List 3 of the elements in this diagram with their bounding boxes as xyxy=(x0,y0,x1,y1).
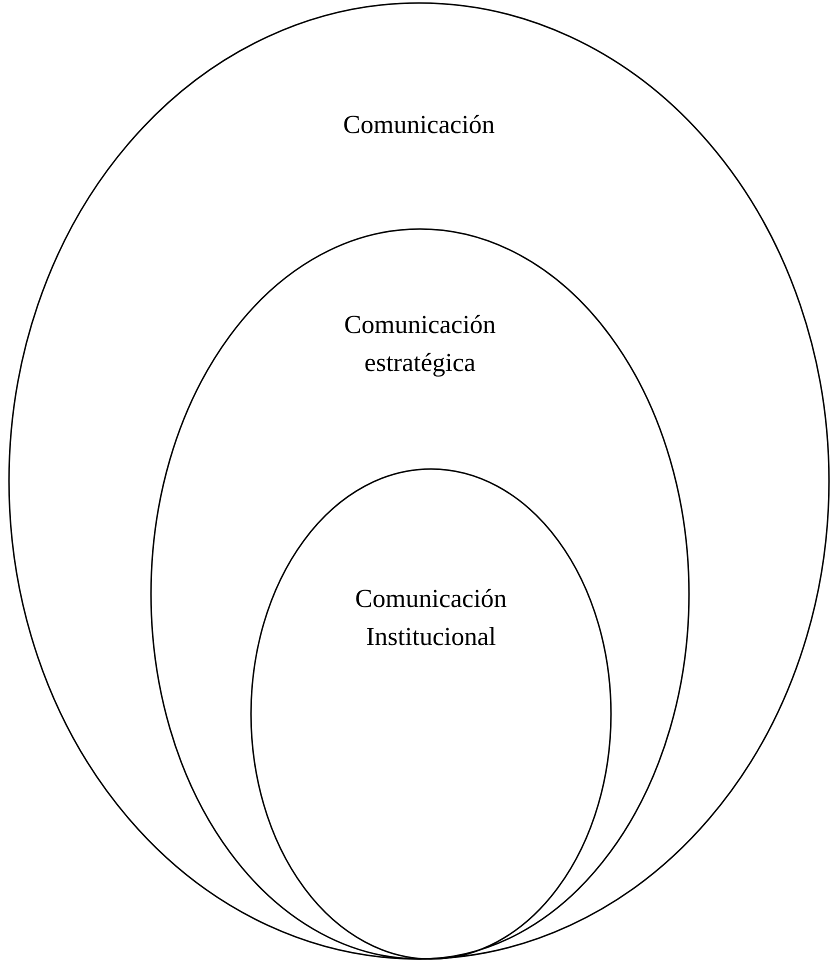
ellipse-label: Comunicación Institucional xyxy=(354,583,508,653)
ellipse-label: Comunicación xyxy=(342,109,496,141)
ellipse-label: Comunicación estratégica xyxy=(343,309,497,379)
